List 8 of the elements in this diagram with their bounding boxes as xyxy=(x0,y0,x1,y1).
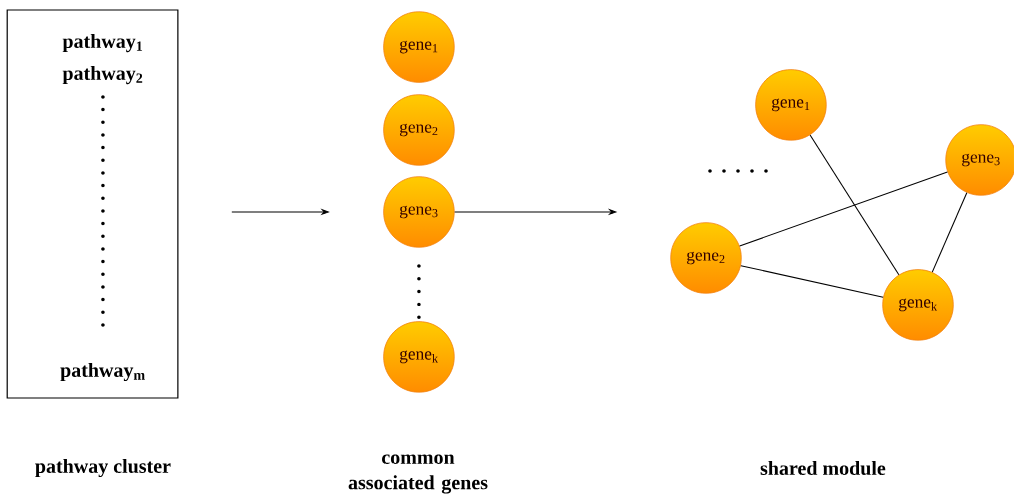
network-link xyxy=(931,192,968,273)
network-link xyxy=(809,134,900,276)
pathway-box: pathway$_{1}$ pathway$_{2}$ pathway$_{m}$ xyxy=(6,9,179,399)
network-link xyxy=(739,171,948,247)
caption: common associated genes xyxy=(348,454,488,494)
network-link xyxy=(740,265,884,298)
caption: shared module xyxy=(760,460,886,476)
caption: pathway cluster xyxy=(35,458,171,478)
